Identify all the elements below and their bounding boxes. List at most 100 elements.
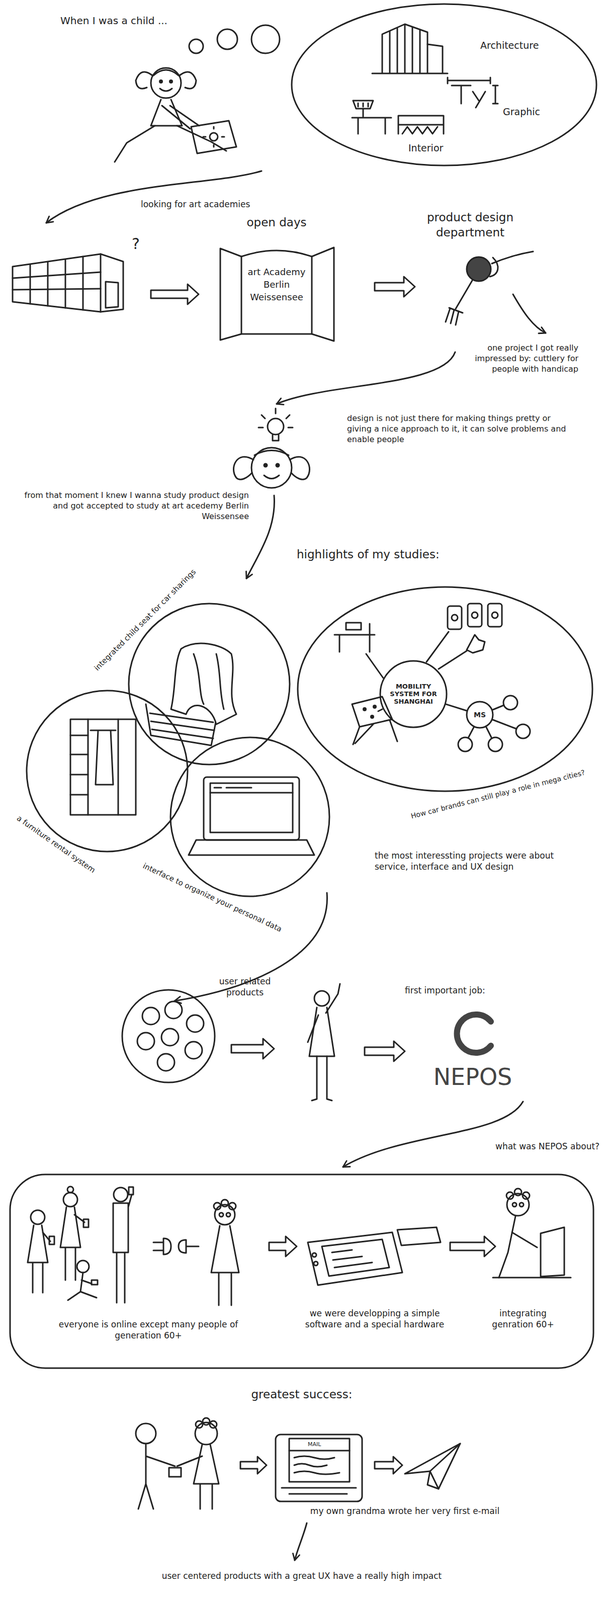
heading: open days: [211, 215, 342, 231]
people-group: [164, 1001, 183, 1019]
heading: product design department: [409, 210, 531, 241]
elderly-at-laptop: [506, 1191, 514, 1199]
people-group: [122, 989, 215, 1083]
curved-arrow: [294, 1522, 307, 1561]
tablet-hardware: [307, 1232, 403, 1285]
mobility-icons: [363, 708, 367, 711]
light-bulb: [272, 434, 279, 441]
note-text: user related products: [207, 975, 283, 998]
block-arrow: [231, 1038, 275, 1059]
child-figure: [179, 71, 197, 89]
building-sketch: [12, 253, 124, 312]
online-people: [27, 1225, 51, 1293]
note-text: one project I got really impressed by: c…: [470, 342, 579, 375]
project-ellipse-outline: [296, 585, 594, 793]
field-label: Architecture: [480, 39, 539, 52]
project-circle: a furniture rental system: [25, 689, 189, 853]
elderly-woman: [226, 1212, 231, 1217]
mail-device: [289, 1449, 350, 1452]
architecture-sketch: [372, 24, 448, 74]
paper-plane: [404, 1443, 461, 1489]
block-arrow: [374, 1456, 403, 1474]
door-node-outline: [211, 215, 342, 342]
graphic-sketch: [492, 85, 498, 104]
thought-ellipse-outline: [290, 3, 598, 167]
person-raised-hand: [325, 983, 340, 1013]
building-sketch: [100, 253, 102, 312]
elderly-at-laptop: [522, 1191, 530, 1199]
mobility-icons: [334, 603, 531, 752]
curved-arrow: [174, 892, 327, 1001]
mobility-icons: [373, 705, 377, 709]
wardrobe-sketch: [70, 719, 136, 815]
paper-plane: [427, 1443, 461, 1489]
elderly-woman: [221, 1199, 229, 1207]
cutlery-hand: [445, 251, 534, 325]
handshake-figures: [202, 1417, 210, 1425]
tablet-hardware: [331, 1249, 373, 1268]
child-figure: [209, 132, 218, 141]
building-sketch: [30, 256, 83, 310]
laptop-sketch: [188, 777, 315, 855]
tablet-hardware: [313, 1261, 318, 1266]
block-arrow: [269, 1236, 297, 1257]
interior-sketch: [358, 103, 369, 107]
mobility-icons: [447, 606, 462, 630]
mobility-icons: [466, 634, 485, 653]
handshake-figures: [135, 1417, 219, 1509]
block-arrow: [240, 1456, 267, 1474]
building-sketch: [12, 272, 101, 290]
child-figure: [150, 99, 183, 126]
thought-bubble: [217, 29, 238, 50]
project-circle-outline: [169, 736, 331, 898]
child-seat-sketch: [149, 713, 215, 739]
mobility-icons: [371, 715, 374, 719]
wardrobe-sketch: [70, 735, 89, 795]
project-title: interface to organize your personal data: [141, 860, 284, 935]
person-raised-hand: [314, 990, 330, 1006]
online-people: [27, 1186, 134, 1303]
people-group: [157, 1053, 175, 1071]
handshake-figures: [135, 1423, 156, 1444]
screen-text: MAIL: [307, 1440, 338, 1448]
project-title: a furniture rental system: [14, 813, 98, 876]
mobility-icons: [352, 696, 398, 745]
online-people: [60, 1206, 85, 1280]
mail-device: [289, 1438, 350, 1482]
drawing: [10, 24, 594, 1561]
mobility-icons: [458, 737, 473, 752]
arrow-label: looking for art academies: [140, 198, 287, 210]
mobility-icons: [451, 614, 458, 621]
elderly-woman: [228, 1202, 236, 1210]
cutlery-hand: [445, 308, 459, 325]
elderly-woman: [219, 1212, 224, 1217]
elderly-woman: [211, 1225, 239, 1306]
graphic-sketch: [447, 77, 498, 108]
light-bulb: [267, 418, 284, 435]
online-people: [113, 1194, 132, 1303]
elderly-at-laptop: [540, 1227, 565, 1277]
topic-circle: MOBILITY SYSTEM FOR SHANGHAI: [379, 659, 448, 729]
laptop-sketch: [214, 787, 252, 789]
mail-device: [281, 1487, 357, 1494]
connector-line: [446, 704, 467, 711]
project-circle-shape: [26, 690, 188, 852]
child-seat-sketch: [193, 653, 224, 710]
note-text: from that moment I knew I wanna study pr…: [15, 490, 249, 522]
topic-text: MOBILITY SYSTEM FOR SHANGHAI: [385, 682, 442, 706]
child-figure: [159, 88, 172, 92]
online-people: [83, 1219, 89, 1228]
block-arrow: [374, 276, 415, 297]
topic-circle: MS: [465, 700, 494, 729]
project-ellipse: How car brands can still play a role in …: [296, 585, 594, 793]
plug-symbol: [153, 1238, 199, 1255]
laptop-sketch: [210, 783, 293, 833]
mobility-icons: [346, 622, 362, 630]
architecture-sketch: [382, 24, 428, 73]
tablet-hardware: [307, 1227, 441, 1285]
girl-head: [264, 463, 268, 467]
elderly-at-laptop: [492, 1188, 571, 1278]
